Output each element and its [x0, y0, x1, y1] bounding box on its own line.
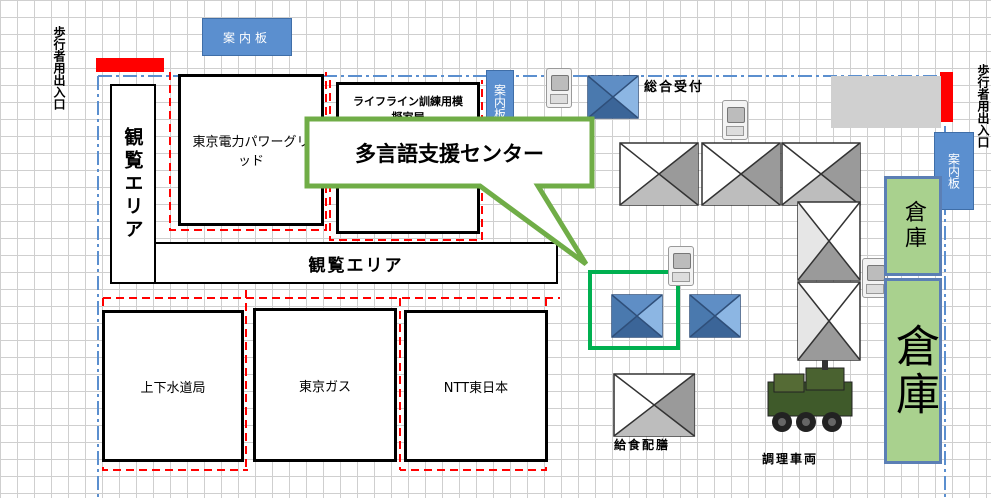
pedestrian-entrance-right-label: 歩行者用出入口	[976, 64, 990, 148]
info-board-top: 案内板	[202, 18, 292, 56]
info-board-mid-label: 案内板	[492, 84, 507, 120]
callout-label: 多言語支援センター	[355, 141, 544, 166]
warehouse-small-label: 倉庫	[901, 200, 926, 252]
booth-ntt: NTT東日本	[404, 310, 548, 462]
booth-ntt-label: NTT東日本	[443, 380, 509, 396]
viewing-area-horizontal-label: 観覧エリア	[308, 255, 404, 276]
meal-serving-label: 給食配膳	[614, 438, 671, 452]
generator-icon	[862, 258, 888, 298]
warehouse-small: 倉庫	[884, 176, 942, 276]
booth-tokyo-gas-label: 東京ガス	[298, 379, 351, 395]
cooking-vehicle-label: 調理車両	[762, 452, 819, 466]
reception-label: 総合受付	[644, 80, 705, 95]
generator-icon	[722, 100, 748, 140]
cooking-vehicle-icon	[767, 360, 853, 432]
warehouse-large: 倉庫	[884, 278, 942, 464]
generator-icon	[668, 246, 694, 286]
booth-tepco: 東京電力パワーグリッド	[178, 74, 324, 226]
viewing-area-horizontal: 観覧エリア	[154, 242, 558, 284]
info-board-right-label: 案内板	[946, 153, 961, 189]
viewing-area-vertical: 観覧エリア	[110, 84, 156, 284]
generator-icon	[546, 68, 572, 108]
viewing-area-vertical-label: 観覧エリア	[121, 126, 144, 242]
booth-tokyo-gas: 東京ガス	[253, 308, 397, 462]
pedestrian-entrance-left-label: 歩行者用出入口	[52, 26, 66, 110]
booth-sewerage: 上下水道局	[102, 310, 244, 462]
info-board-top-label: 案内板	[222, 30, 271, 45]
warehouse-large-label: 倉庫	[888, 323, 939, 419]
booth-tepco-label: 東京電力パワーグリッド	[192, 135, 310, 169]
booth-sewerage-label: 上下水道局	[140, 380, 206, 396]
